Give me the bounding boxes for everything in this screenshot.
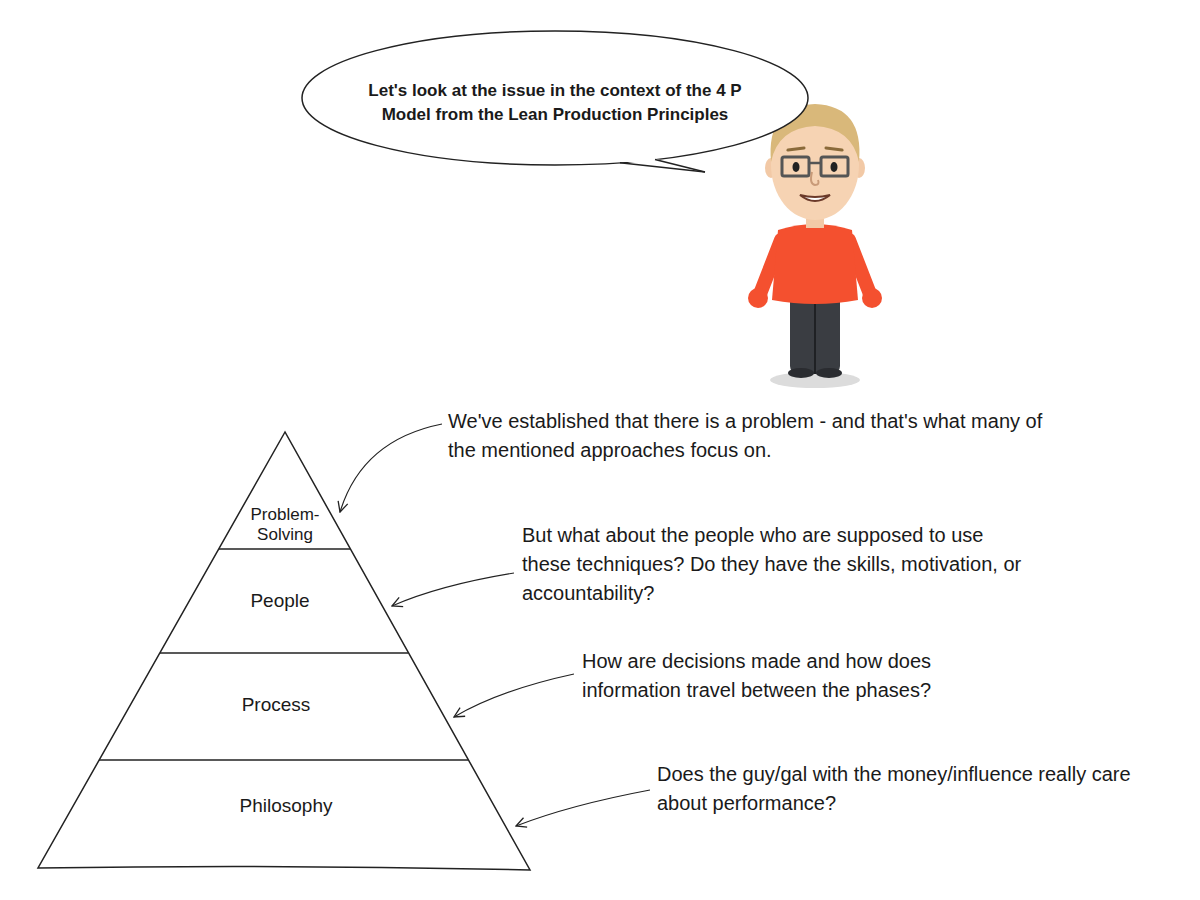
- speech-bubble: Let's look at the issue in the context o…: [300, 28, 810, 178]
- leader-arrow: [340, 424, 442, 512]
- band-label: Philosophy: [240, 794, 333, 817]
- band-divider: [219, 548, 350, 549]
- band-divider: [160, 652, 408, 653]
- callout-note: How are decisions made and how does info…: [582, 647, 997, 705]
- band-divider: [99, 759, 468, 760]
- bubble-outline: [300, 28, 810, 178]
- avatar-figure: [748, 104, 882, 388]
- leader-arrow: [392, 573, 514, 606]
- pyramid-band: Philosophy: [186, 790, 386, 820]
- pyramid-outline: [38, 432, 530, 870]
- band-label: People: [250, 589, 309, 612]
- callout-note: Does the guy/gal with the money/influenc…: [657, 760, 1182, 818]
- pyramid-band: Process: [176, 689, 376, 719]
- callout-note: But what about the people who are suppos…: [522, 521, 1037, 608]
- band-label: Process: [242, 693, 311, 716]
- leader-arrow: [454, 674, 574, 717]
- band-label: Problem-Solving: [242, 505, 328, 545]
- callout-note: We've established that there is a proble…: [448, 407, 1068, 465]
- bubble-text: Let's look at the issue in the context o…: [345, 79, 765, 127]
- pyramid-band: People: [180, 585, 380, 615]
- pyramid-band: Problem-Solving: [242, 503, 328, 547]
- leader-arrow: [516, 790, 650, 826]
